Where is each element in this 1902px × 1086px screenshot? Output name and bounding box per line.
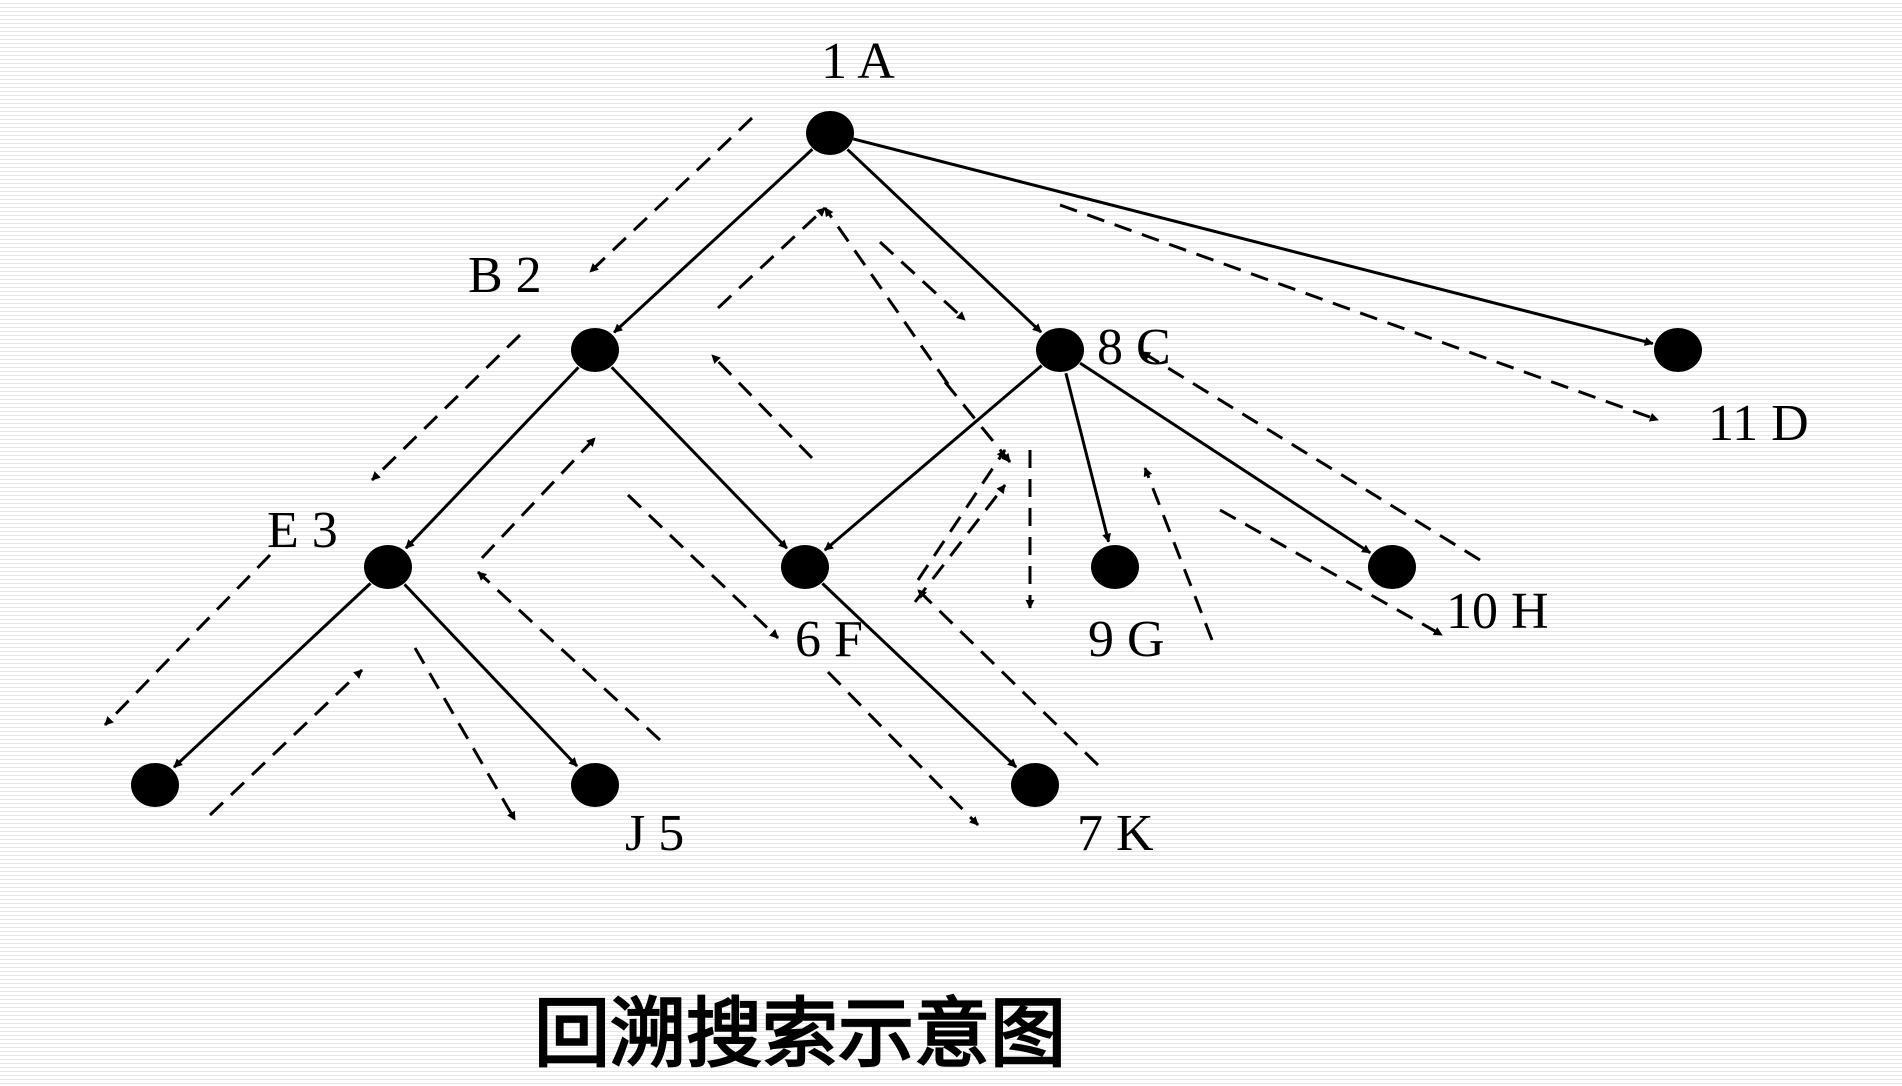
search-arrow [1059, 203, 1659, 422]
node-d [1654, 328, 1702, 372]
tree-edges [172, 137, 1654, 769]
node-i [131, 763, 179, 807]
edge-c-f [823, 364, 1043, 552]
edge-b-f [610, 366, 788, 550]
node-g [1091, 545, 1139, 589]
node-c [1036, 328, 1084, 372]
search-path-arrows [103, 116, 1659, 827]
tree-nodes [131, 111, 1702, 807]
edge-f-k [821, 582, 1018, 769]
node-label-c: 8 C [1097, 319, 1171, 376]
search-arrow [916, 449, 1007, 581]
node-e [364, 545, 412, 589]
node-label-k: 7 K [1077, 805, 1154, 862]
search-arrow [103, 553, 272, 727]
node-label-f: 6 F [795, 611, 863, 668]
diagram-caption: 回溯搜索示意图 [534, 989, 1066, 1078]
node-label-j: J 5 [625, 805, 684, 862]
search-arrow [208, 668, 364, 817]
search-arrow [1141, 350, 1481, 562]
node-f [781, 545, 829, 589]
node-label-d: 11 D [1708, 395, 1809, 452]
search-arrow [588, 116, 754, 274]
edge-a-d [852, 137, 1654, 346]
node-k [1011, 763, 1059, 807]
search-arrow [413, 647, 517, 821]
search-arrow [1219, 508, 1443, 637]
search-arrow [916, 588, 1100, 767]
edge-e-i [172, 582, 372, 769]
node-label-e: E 3 [267, 502, 338, 559]
edge-b-e [404, 366, 580, 550]
node-label-b: B 2 [468, 247, 542, 304]
search-arrow [943, 381, 1012, 463]
search-arrow [626, 493, 780, 640]
search-arrow [370, 333, 522, 482]
node-label-a: 1 A [821, 33, 895, 90]
search-arrow [710, 353, 814, 460]
edge-a-c [846, 148, 1043, 334]
node-a [806, 111, 854, 155]
search-arrow [878, 240, 967, 322]
search-arrow [826, 670, 980, 827]
search-arrow [476, 570, 662, 742]
node-j [571, 763, 619, 807]
node-label-h: 10 H [1446, 583, 1549, 640]
node-labels: 1 A B 2 8 C 11 D E 3 6 F 9 G 10 H J 5 7 K [267, 33, 1809, 862]
node-b [571, 328, 619, 372]
search-arrow [823, 207, 950, 385]
node-h [1368, 545, 1416, 589]
search-arrow [1143, 467, 1214, 641]
search-arrow [913, 484, 1007, 603]
search-arrow [716, 206, 827, 310]
edge-c-g [1064, 372, 1111, 543]
search-arrow [480, 436, 597, 560]
edge-a-b [613, 148, 814, 334]
edge-c-h [1079, 361, 1372, 555]
node-label-g: 9 G [1088, 611, 1165, 668]
edge-e-j [403, 583, 579, 768]
